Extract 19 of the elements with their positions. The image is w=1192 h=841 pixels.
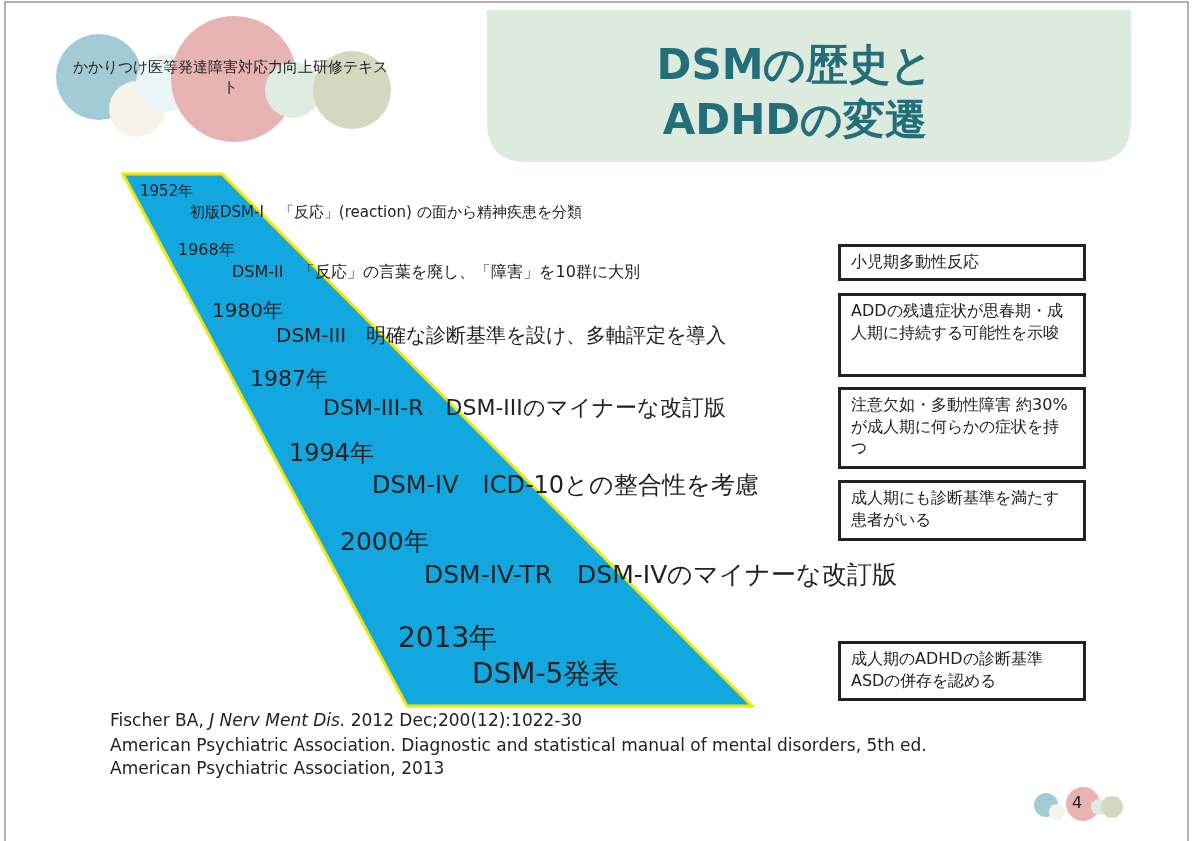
note-box: 注意欠如・多動性障害 約30%が成人期に何らかの症状を持つ: [838, 387, 1086, 469]
year-label: 1952年: [140, 183, 194, 201]
year-label: 2000年: [340, 528, 429, 557]
year-label: 1987年: [250, 366, 328, 392]
year-label: 1994年: [289, 440, 375, 468]
note-box: 成人期のADHDの診断基準 ASDの併存を認める: [838, 641, 1086, 701]
note-box: 成人期にも診断基準を満たす患者がいる: [838, 480, 1086, 541]
reference-text: American Psychiatric Association. Diagnostic and statistical manual of mental disorders, 5th ed. American Psychiatric Association, 2013: [110, 734, 928, 780]
year-label: 1968年: [178, 241, 235, 260]
header-text: かかりつけ医等発達障害対応力向上研修テキスト: [71, 57, 389, 98]
edition-description: DSM-IV-TR DSM-IVのマイナーな改訂版: [424, 561, 898, 590]
page-number: 4: [1072, 794, 1083, 813]
year-label: 2013年: [398, 622, 498, 655]
title: DSMの歴史とADHDの変遷: [655, 39, 935, 146]
reference-text: Fischer BA, J Nerv Ment Dis. 2012 Dec;200(12):1022-30: [110, 711, 583, 731]
note-box: 小児期多動性反応: [838, 244, 1086, 281]
year-label: 1980年: [212, 299, 283, 322]
note-box: ADDの残遺症状が思春期・成人期に持続する可能性を示唆: [838, 293, 1086, 377]
edition-description: DSM-5発表: [472, 658, 620, 691]
